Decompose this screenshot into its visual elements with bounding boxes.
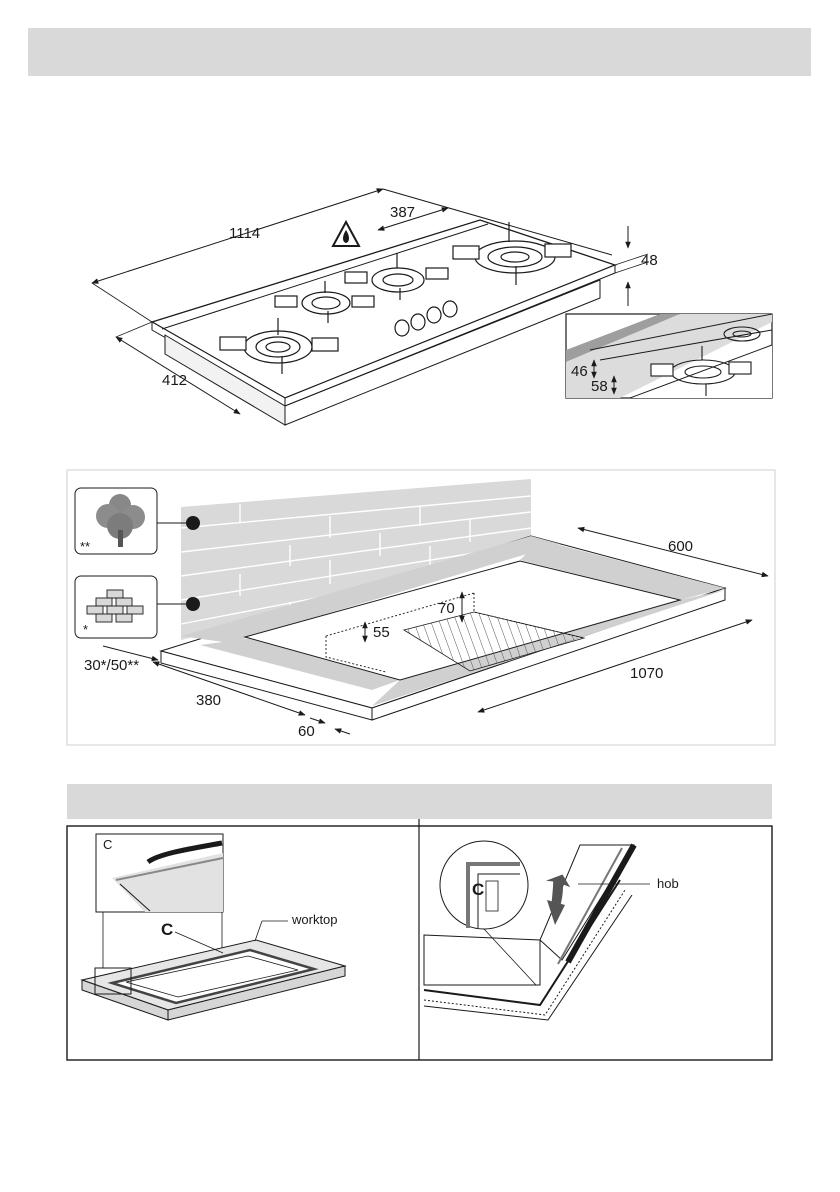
hob-label: hob: [657, 876, 679, 891]
hob-c-letter: C: [472, 880, 484, 899]
dim-412-label: 412: [162, 372, 187, 389]
wall-marker-brick: [186, 597, 200, 611]
wall-marker-wood: [186, 516, 200, 530]
dim-55-label: 55: [373, 624, 390, 641]
dim-58-label: 58: [591, 378, 608, 395]
cutout-diagram: 600 1070 380 60 30*/50** 70 55 **: [67, 470, 775, 745]
worktop-c-letter: C: [161, 920, 173, 939]
dim-380-label: 380: [196, 692, 221, 709]
dim-46-label: 46: [571, 363, 588, 380]
gas-warning-icon: [333, 222, 359, 246]
sealing-panels: C C worktop: [67, 819, 772, 1060]
worktop-label: worktop: [291, 912, 338, 927]
dim-1070-label: 1070: [630, 665, 663, 682]
dim-70-label: 70: [438, 600, 455, 617]
wood-footnote-mark: **: [80, 539, 90, 554]
dim-30-50-label: 30*/50**: [84, 657, 139, 674]
dim-1114-label: 1114: [229, 225, 260, 242]
inset-c-letter: C: [103, 837, 112, 852]
hob-detail-inset: 46 58: [566, 314, 772, 398]
dim-600-label: 600: [668, 538, 693, 555]
brick-footnote-mark: *: [83, 622, 88, 637]
dim-387-label: 387: [390, 204, 415, 221]
dim-60-label: 60: [298, 723, 315, 740]
dim-48-label: 48: [641, 252, 658, 269]
